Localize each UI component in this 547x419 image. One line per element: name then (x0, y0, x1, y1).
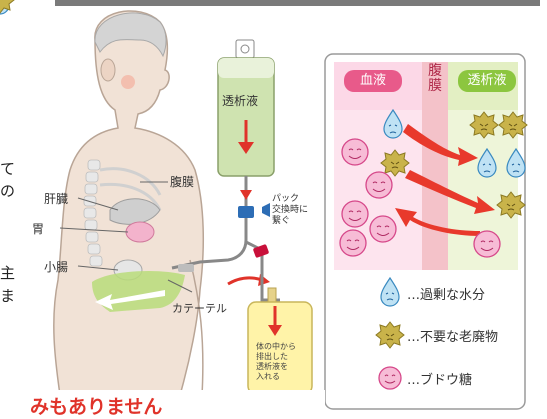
drain-bag (248, 268, 312, 410)
stomach (126, 222, 154, 242)
catheter-label: カテーテル (172, 300, 227, 316)
curved-flow-arrow (258, 274, 270, 286)
ear (101, 59, 115, 81)
top-border (55, 0, 540, 6)
drain-bag-label: 体の中から 排出した 透析液を 入れる (256, 342, 296, 382)
catheter-connector-icon (178, 264, 194, 272)
connector-icon (238, 206, 254, 218)
edge-fragment-4: ま (0, 285, 15, 306)
edge-fragment-2: の (0, 180, 15, 201)
down-flow-arrow (240, 190, 252, 200)
blood-label: 血液 (344, 70, 402, 92)
dialysate-label: 透析液 (458, 70, 516, 92)
legend-glucose: …ブドウ糖 (407, 369, 472, 388)
edge-fragment-1: て (0, 158, 15, 179)
legend-waste: …不要な老廃物 (407, 326, 498, 345)
dialysate-bag-label: 透析液 (222, 92, 258, 109)
bottom-banner-text: みもありません (30, 392, 162, 419)
stomach-label: 胃 (32, 220, 44, 237)
legend-water: …過剰な水分 (407, 284, 485, 303)
cheek (121, 75, 135, 89)
human-figure (54, 11, 203, 395)
bag-exchange-note: パック 交換時に 繋ぐ (272, 194, 308, 227)
small-intestine-label: 小腸 (44, 258, 68, 275)
peritoneum-body-label: 腹膜 (170, 173, 194, 190)
edge-fragment-3: 主 (0, 262, 15, 283)
liver-label: 肝臓 (44, 190, 68, 207)
peritoneum-panel-label: 腹膜 (427, 64, 443, 94)
